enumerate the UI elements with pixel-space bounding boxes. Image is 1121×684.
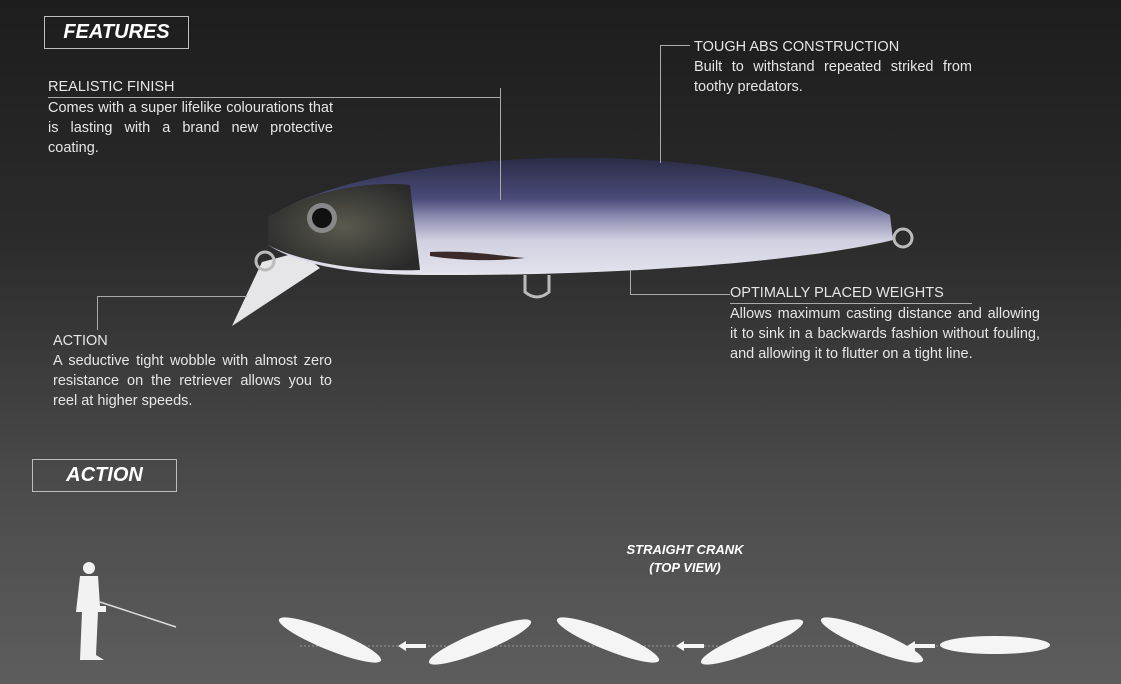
callout-title: REALISTIC FINISH [48,78,501,98]
diagram-caption: STRAIGHT CRANK (TOP VIEW) [580,541,790,577]
angler-silhouette [76,562,177,660]
callout-title: ACTION [53,333,108,349]
callout-desc: Comes with a super lifelike colourations… [48,100,333,156]
caption-line2: (TOP VIEW) [649,560,721,575]
callout-realistic-finish: REALISTIC FINISH Comes with a super life… [48,78,501,158]
lure-positions [278,617,1050,665]
callout-desc: Built to withstand repeated striked from… [694,59,972,95]
callout-tough-abs: TOUGH ABS CONSTRUCTION Built to withstan… [694,38,972,97]
retrieve-diagram [76,562,1050,665]
lure-lip [232,252,320,326]
lure-image [232,157,914,326]
callout-desc: Allows maximum casting distance and allo… [730,306,1040,362]
caption-line1: STRAIGHT CRANK [626,542,744,557]
features-header: FEATURES [44,16,189,49]
callout-title: OPTIMALLY PLACED WEIGHTS [730,284,972,304]
action-header: ACTION [32,459,177,492]
callout-desc: A seductive tight wobble with almost zer… [53,353,332,409]
callout-weights: OPTIMALLY PLACED WEIGHTS Allows maximum … [730,284,1040,364]
callout-action: ACTION A seductive tight wobble with alm… [53,332,332,411]
callout-title: TOUGH ABS CONSTRUCTION [694,39,900,55]
